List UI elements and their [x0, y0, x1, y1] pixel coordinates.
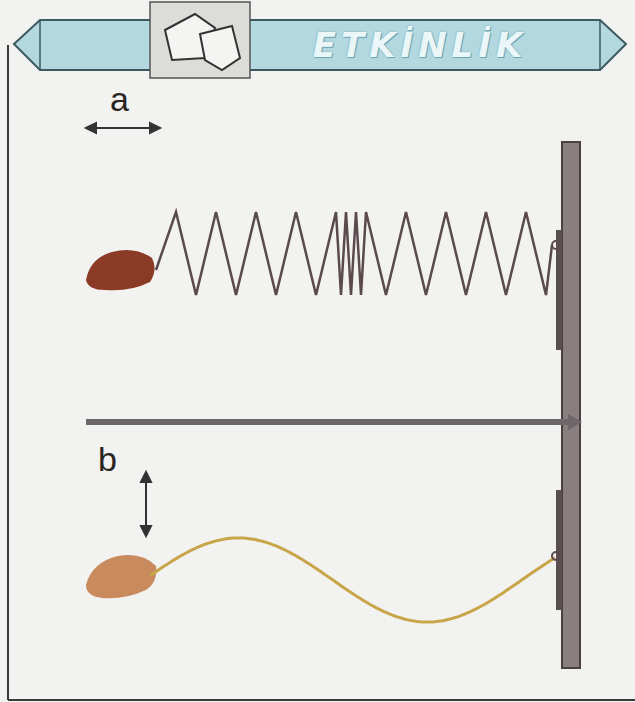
horizontal-arrow: [86, 414, 582, 430]
part-label: b: [98, 440, 117, 479]
part-label: a: [110, 80, 129, 119]
hand: [86, 555, 156, 598]
title-text: ETKİNLİK: [313, 25, 528, 65]
rope: [150, 538, 555, 622]
double-arrow: [86, 123, 160, 133]
double-arrow: [141, 472, 151, 536]
frame-line: [8, 45, 635, 700]
icon-shape: [200, 26, 240, 70]
banner-edge: [40, 20, 600, 70]
icon-box: [150, 2, 250, 78]
hook: [552, 552, 560, 560]
wall: [562, 142, 580, 668]
wall-plate: [556, 490, 562, 610]
hook: [552, 241, 560, 249]
spring: [156, 212, 552, 295]
title-banner: [14, 20, 626, 70]
hand: [86, 250, 155, 290]
